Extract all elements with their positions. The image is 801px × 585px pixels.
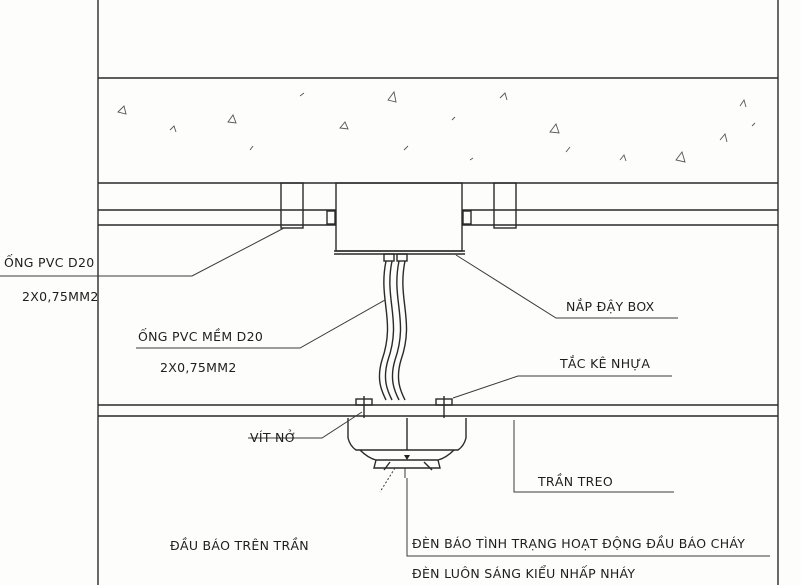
flexible-conduit <box>378 260 408 401</box>
label-vit-no: VÍT NỞ <box>250 429 296 445</box>
label-tac-ke-nhua: TẮC KÊ NHỰA <box>559 355 650 371</box>
indicator-led-icon <box>404 455 410 460</box>
label-ong-pvc-mem-size: 2X0,75MM2 <box>160 360 237 375</box>
conduit-clamp-left <box>280 182 304 229</box>
label-ong-pvc: ỐNG PVC D20 <box>4 254 94 270</box>
label-tran-treo: TRẦN TREO <box>537 473 613 489</box>
leader-tac-ke-nhua <box>452 375 672 399</box>
label-den-luon-sang: ĐÈN LUÔN SÁNG KIỂU NHẤP NHÁY <box>412 565 635 581</box>
conduit-clamp-right <box>493 182 517 229</box>
aggregate-marks <box>117 90 756 163</box>
leader-vit-no <box>248 411 363 439</box>
label-ong-pvc-size: 2X0,75MM2 <box>22 289 99 304</box>
pvc-conduit <box>98 182 778 229</box>
leader-nap-day-box <box>455 254 678 319</box>
leader-lines <box>0 227 770 557</box>
label-den-bao: ĐÈN BÁO TÌNH TRẠNG HOẠT ĐỘNG ĐẦU BÁO CHÁ… <box>412 535 745 551</box>
suspended-ceiling <box>98 404 778 417</box>
box-connector-right <box>462 210 472 225</box>
leader-ong-pvc <box>0 227 285 277</box>
leader-tran-treo <box>513 420 674 493</box>
leader-den-bao <box>406 478 770 557</box>
junction-box <box>334 182 465 262</box>
expansion-screws <box>355 396 453 418</box>
label-ong-pvc-mem: ỐNG PVC MỀM D20 <box>138 328 263 344</box>
smoke-detector <box>347 418 467 493</box>
leader-ong-pvc-mem <box>136 299 386 349</box>
box-connector-left <box>326 210 336 225</box>
label-nap-day-box: NẮP ĐẬY BOX <box>566 298 655 314</box>
concrete-slab <box>98 77 778 184</box>
label-dau-bao-tren-tran: ĐẦU BÁO TRÊN TRẦN <box>170 537 309 553</box>
